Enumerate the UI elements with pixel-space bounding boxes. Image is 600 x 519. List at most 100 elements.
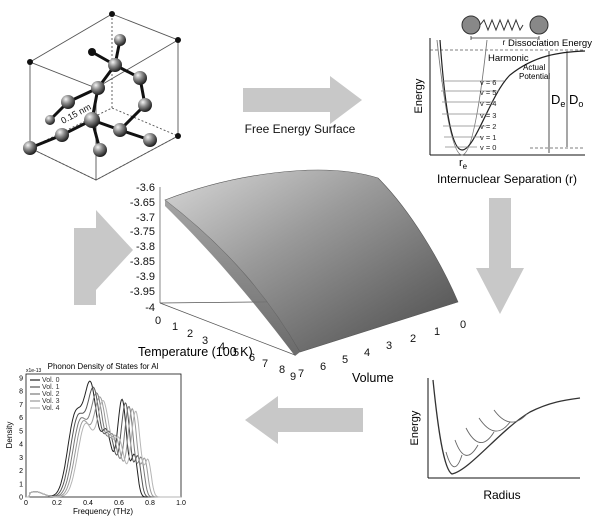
- z-tick: -3.6: [136, 182, 155, 194]
- volume-tick: 7: [298, 368, 304, 380]
- phonon-title: Phonon Density of States for Al: [48, 362, 159, 371]
- phonon-x-tick: 0.6: [114, 500, 124, 507]
- corner-atom: [175, 37, 181, 43]
- volume-tick: 4: [364, 347, 370, 359]
- z-tick: -3.65: [130, 197, 155, 209]
- phonon-series-line: [26, 399, 181, 498]
- free-energy-surface-label: Free Energy Surface: [245, 122, 356, 136]
- level-label: v = 1: [480, 133, 496, 142]
- energy-axis-label: Energy: [413, 78, 425, 113]
- phonon-y-label: Density: [5, 422, 14, 449]
- temperature-tick: 4: [219, 341, 225, 353]
- volume-tick: 2: [410, 333, 416, 345]
- local-harmonic-curves: [445, 409, 528, 468]
- actual-label: Actual: [523, 63, 545, 72]
- harmonic-label: Harmonic: [488, 53, 529, 64]
- level-label: v = 5: [480, 88, 496, 97]
- atom: [23, 141, 37, 155]
- temperature-tick: 1: [172, 321, 178, 333]
- phonon-x-tick: 0.4: [83, 500, 93, 507]
- re-label: re: [459, 157, 468, 171]
- corner-atom: [88, 48, 96, 56]
- z-tick: -3.85: [130, 256, 155, 268]
- atom: [138, 98, 152, 112]
- level-label: v = 6: [480, 78, 496, 87]
- phonon-y-tick: 2: [19, 468, 23, 475]
- arrow-down-icon: [476, 198, 524, 314]
- volume-tick: 5: [342, 354, 348, 366]
- separation-axis-label: Internuclear Separation (r): [437, 172, 577, 186]
- level-label: v = 0: [480, 143, 496, 152]
- potential-energy-plot: r Energy Internuclear Separation (r) v =…: [413, 15, 592, 186]
- volume-tick: 0: [460, 319, 466, 331]
- z-tick: -3.8: [136, 241, 155, 253]
- z-tick: -3.9: [136, 271, 155, 283]
- legend-entry: Vol. 2: [42, 391, 60, 398]
- z-tick: -3.95: [130, 286, 155, 298]
- z-tick: -4: [145, 302, 155, 314]
- energy-surface: [164, 169, 459, 353]
- legend-entry: Vol. 0: [42, 377, 60, 384]
- level-labels: v = 6 v = 5 v = 4 v = 3 v = 2 v = 1 v = …: [480, 78, 496, 152]
- phonon-x-tick: 0: [24, 500, 28, 507]
- phonon-y-tick: 0: [19, 495, 23, 502]
- separation-symbol: r: [503, 38, 506, 47]
- atom: [93, 143, 107, 157]
- phonon-y-tick: 7: [19, 402, 23, 409]
- temperature-tick: 8: [279, 364, 285, 376]
- actual-potential-curve: [439, 39, 586, 151]
- atom: [84, 112, 100, 128]
- legend-entry: Vol. 1: [42, 384, 60, 391]
- harmonic-curve: [436, 39, 488, 156]
- atom: [61, 95, 75, 109]
- phonon-dos-chart: Phonon Density of States for Al x1e-13 D…: [5, 362, 186, 516]
- phonon-x-tick: 1.0: [176, 500, 186, 507]
- level-label: v = 2: [480, 122, 496, 131]
- diamond-crystal-structure: 0.15 nm: [23, 11, 181, 181]
- volume-axis-ticks: 0 1 2 3 4 5 6 7: [298, 319, 466, 380]
- temperature-tick: 3: [202, 335, 208, 347]
- z-tick: -3.75: [130, 226, 155, 238]
- temperature-tick: 6: [249, 352, 255, 364]
- volume-tick: 6: [320, 361, 326, 373]
- phonon-y-tick: 6: [19, 415, 23, 422]
- arrow-up-right-stem: [74, 228, 96, 305]
- corner-atom: [109, 11, 115, 17]
- radius-axis-label: Radius: [483, 488, 520, 502]
- radius-energy-plot: Energy Radius: [409, 378, 581, 502]
- arrow-right-icon: [243, 76, 362, 124]
- atom: [45, 115, 55, 125]
- phonon-y-tick: 1: [19, 481, 23, 488]
- surface-front-edge: [165, 200, 300, 356]
- atoms: [23, 11, 181, 157]
- diatomic-molecule-icon: r: [461, 15, 549, 47]
- potential-label: Potential: [519, 72, 550, 81]
- temperature-tick: 5: [233, 347, 239, 359]
- free-energy-surface-plot: -3.6 -3.65 -3.7 -3.75 -3.8 -3.85 -3.9 -3…: [130, 169, 466, 385]
- phonon-x-label: Frequency (THz): [73, 507, 133, 516]
- temperature-axis-label: Temperature (100 K): [138, 345, 253, 359]
- dissociation-energy-label: Dissociation Energy: [508, 38, 592, 49]
- level-label: v = 4: [480, 99, 496, 108]
- atom: [108, 58, 122, 72]
- energy-radius-curve: [432, 379, 581, 475]
- phonon-exponent: x1e-13: [26, 368, 42, 374]
- phonon-y-tick: 8: [19, 389, 23, 396]
- volume-axis-label: Volume: [352, 371, 394, 385]
- temperature-axis-ticks: 0 1 2 3 4 5 6 7 8 9: [155, 315, 296, 383]
- phonon-y-tick: 9: [19, 376, 23, 383]
- corner-atom: [27, 59, 33, 65]
- legend-entry: Vol. 4: [42, 405, 60, 412]
- flow-arrows: [74, 76, 524, 444]
- z-axis-ticks: -3.6 -3.65 -3.7 -3.75 -3.8 -3.85 -3.9 -3…: [130, 182, 155, 314]
- atomic-bonds: [28, 38, 152, 152]
- phonon-y-tick: 4: [19, 442, 23, 449]
- phonon-plot-frame: [25, 373, 182, 498]
- atom: [113, 123, 127, 137]
- phonon-x-tick: 0.8: [145, 500, 155, 507]
- temperature-tick: 0: [155, 315, 161, 327]
- atom: [91, 81, 105, 95]
- temperature-tick: 9: [290, 371, 296, 383]
- phonon-x-tick: 0.2: [52, 500, 62, 507]
